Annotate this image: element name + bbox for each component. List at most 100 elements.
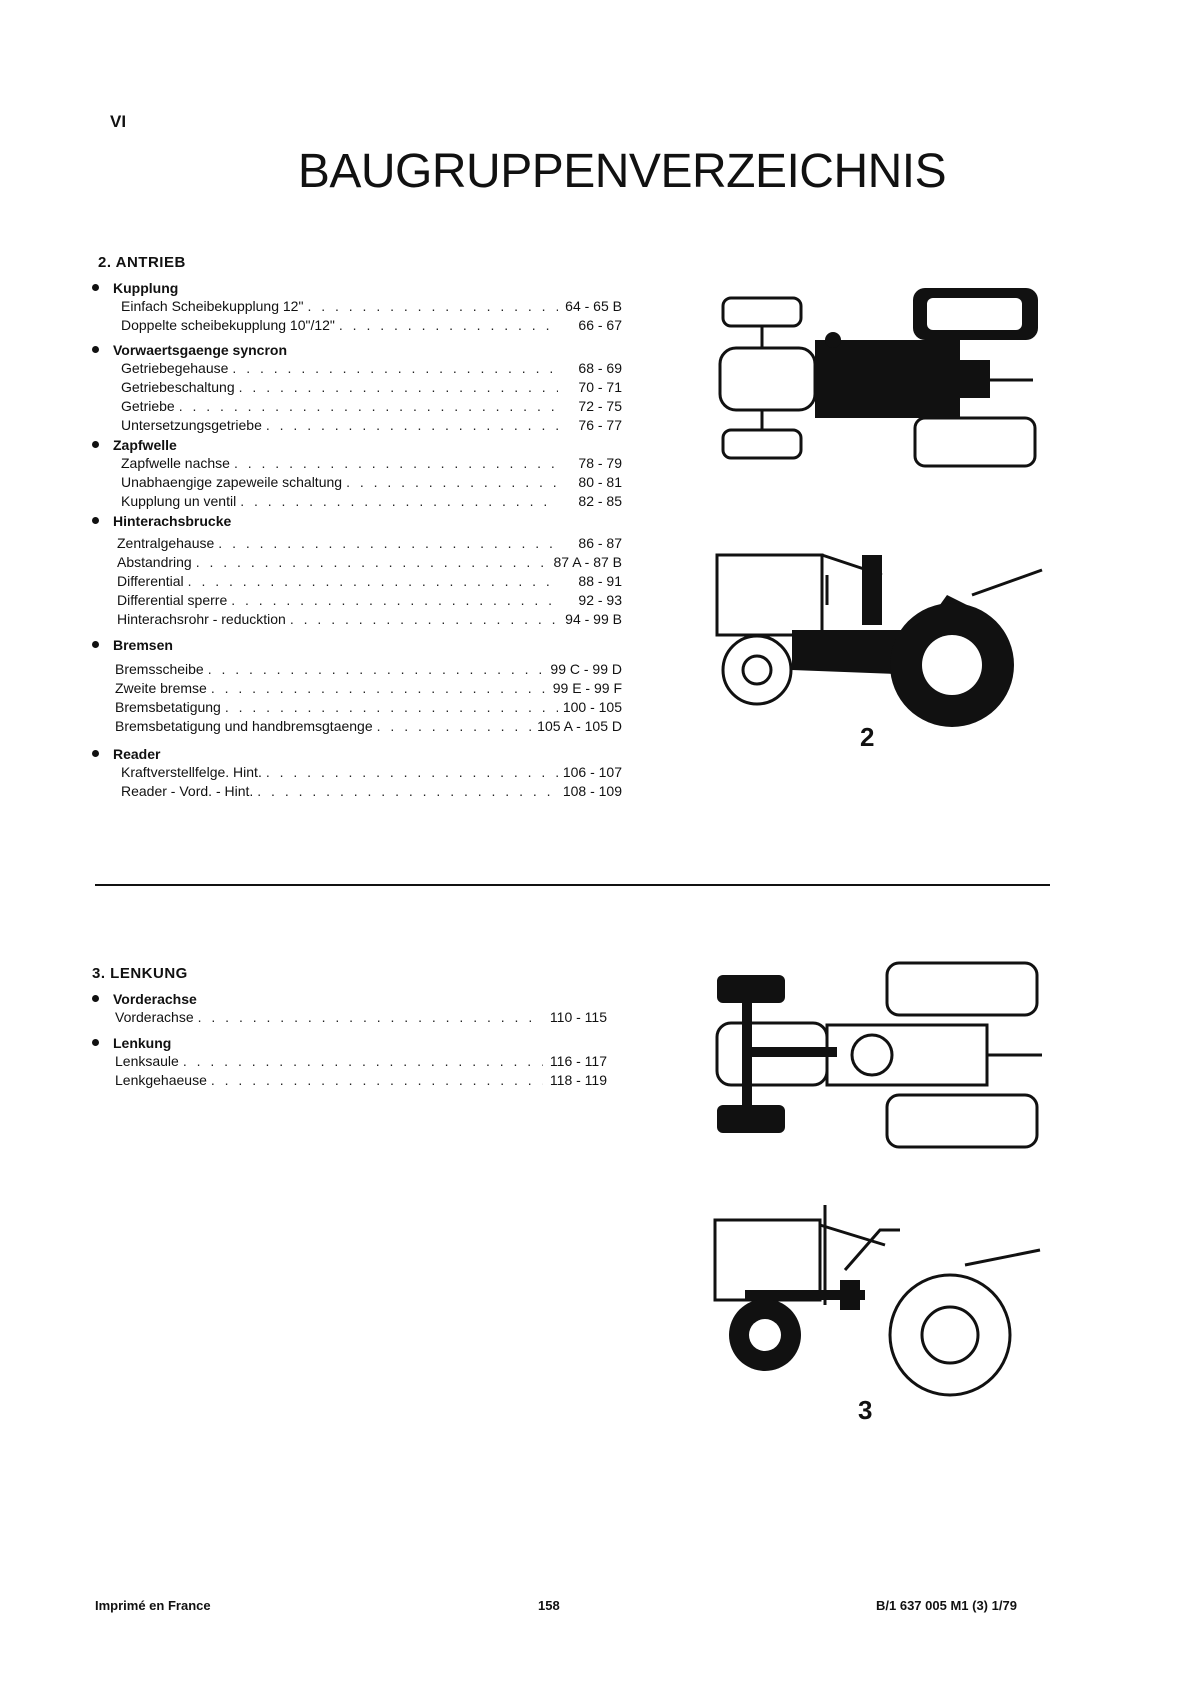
- index-entry: Bremsbetatigung 100 - 105: [115, 698, 622, 717]
- entry-label: Einfach Scheibekupplung 12": [121, 298, 304, 314]
- entry-pages: 86 - 87: [578, 535, 622, 551]
- leader-dots: [232, 359, 558, 378]
- footer-printed-in: Imprimé en France: [95, 1598, 211, 1613]
- bullet-icon: [92, 346, 99, 353]
- index-entry: Getriebeschaltung 70 - 71: [121, 378, 622, 397]
- entry-pages: 106 - 107: [562, 764, 622, 780]
- group-kupplung: Kupplung: [92, 278, 622, 297]
- leader-dots: [377, 717, 534, 736]
- index-entry: Kupplung un ventil82 - 85: [121, 492, 622, 511]
- index-entry: Unabhaengige zapeweile schaltung 80 - 81: [121, 473, 622, 492]
- group-title: Bremsen: [113, 636, 173, 653]
- bullet-icon: [92, 284, 99, 291]
- entry-pages: 78 - 79: [578, 455, 622, 471]
- entry-pages: 87 A - 87 B: [553, 554, 623, 570]
- section-2-index: 2. ANTRIEB Kupplung Einfach Scheibekuppl…: [92, 254, 622, 801]
- group-reader: Reader: [92, 744, 622, 763]
- section-3-title: 3. LENKUNG: [92, 965, 188, 982]
- entry-label: Kraftverstellfelge. Hint.: [121, 764, 262, 780]
- leader-dots: [290, 610, 558, 629]
- group-title: Zapfwelle: [113, 436, 177, 453]
- group-title: Vorwaertsgaenge syncron: [113, 341, 288, 358]
- entry-label: Doppelte scheibekupplung 10"/12": [121, 317, 335, 333]
- group-title: Kupplung: [113, 279, 179, 296]
- leader-dots: [218, 534, 558, 553]
- bullet-icon: [92, 441, 99, 448]
- bullet-icon: [92, 641, 99, 648]
- entry-label: Hinterachsrohr - reducktion: [117, 611, 286, 627]
- entry-pages: 76 - 77: [578, 417, 622, 433]
- leader-dots: [266, 763, 558, 782]
- leader-dots: [198, 1008, 543, 1027]
- group-title: Reader: [113, 745, 161, 762]
- entry-pages: 82 - 85: [578, 493, 622, 509]
- entry-label: Getriebe: [121, 398, 175, 414]
- entry-pages: 70 - 71: [578, 379, 622, 395]
- entry-pages: 100 - 105: [562, 699, 622, 715]
- index-entry: Differential sperre92 - 93: [117, 591, 622, 610]
- leader-dots: [307, 297, 558, 316]
- leader-dots: [240, 492, 558, 511]
- section-divider: [95, 884, 1050, 886]
- group-title: Vorderachse: [113, 990, 197, 1007]
- index-entry: Bremsbetatigung und handbremsgtaenge 105 …: [115, 717, 622, 736]
- leader-dots: [339, 316, 558, 335]
- index-entry: Abstandring87 A - 87 B: [117, 553, 622, 572]
- index-entry: Reader - Vord. - Hint.108 - 109: [121, 782, 622, 801]
- entry-label: Bremsscheibe: [115, 661, 204, 677]
- index-entry: Getriebegehause68 - 69: [121, 359, 622, 378]
- bullet-icon: [92, 995, 99, 1002]
- entry-pages: 92 - 93: [578, 592, 622, 608]
- entry-pages: 88 - 91: [578, 573, 622, 589]
- bullet-icon: [92, 1039, 99, 1046]
- index-entry: Getriebe 72 - 75: [121, 397, 622, 416]
- leader-dots: [211, 1071, 543, 1090]
- page-roman-numeral: VI: [110, 112, 127, 131]
- entry-pages: 105 A - 105 D: [537, 718, 622, 734]
- leader-dots: [188, 572, 558, 591]
- group-title: Hinterachsbrucke: [113, 512, 232, 529]
- group-title: Lenkung: [113, 1034, 172, 1051]
- entry-label: Bremsbetatigung und handbremsgtaenge: [115, 718, 373, 734]
- bullet-icon: [92, 517, 99, 524]
- footer-document-code: B/1 637 005 M1 (3) 1/79: [876, 1598, 1017, 1613]
- index-entry: Einfach Scheibekupplung 12"64 - 65 B: [121, 297, 622, 316]
- index-entry: Untersetzungsgetriebe 76 - 77: [121, 416, 622, 435]
- entry-label: Getriebeschaltung: [121, 379, 235, 395]
- group-zapfwelle: Zapfwelle: [92, 435, 622, 454]
- leader-dots: [234, 454, 558, 473]
- entry-label: Untersetzungsgetriebe: [121, 417, 262, 433]
- entry-label: Zweite bremse: [115, 680, 207, 696]
- index-entry: Doppelte scheibekupplung 10"/12"66 - 67: [121, 316, 622, 335]
- leader-dots: [211, 679, 549, 698]
- tractor-side-view-drive-diagram: [715, 553, 1043, 727]
- entry-pages: 72 - 75: [578, 398, 622, 414]
- entry-label: Differential: [117, 573, 184, 589]
- index-entry: Kraftverstellfelge. Hint. 106 - 107: [121, 763, 622, 782]
- entry-label: Lenkgehaeuse: [115, 1072, 207, 1088]
- entry-label: Bremsbetatigung: [115, 699, 221, 715]
- entry-pages: 80 - 81: [578, 474, 622, 490]
- entry-pages: 94 - 99 B: [565, 611, 622, 627]
- index-entry: Vorderachse 110 - 115: [115, 1008, 607, 1027]
- entry-label: Lenksaule: [115, 1053, 179, 1069]
- entry-label: Vorderachse: [115, 1009, 194, 1025]
- page-title: BAUGRUPPENVERZEICHNIS: [297, 145, 947, 198]
- entry-label: Unabhaengige zapeweile schaltung: [121, 474, 343, 490]
- entry-pages: 110 - 115: [549, 1009, 607, 1025]
- index-entry: Hinterachsrohr - reducktion 94 - 99 B: [117, 610, 622, 629]
- leader-dots: [231, 591, 558, 610]
- footer-page-number: 158: [538, 1598, 560, 1613]
- figure-3-number: 3: [858, 1395, 873, 1425]
- entry-label: Reader - Vord. - Hint.: [121, 783, 254, 799]
- group-hinterachsbrucke: Hinterachsbrucke: [92, 511, 622, 530]
- index-entry: Zweite bremse99 E - 99 F: [115, 679, 622, 698]
- index-entry: Zapfwelle nachse78 - 79: [121, 454, 622, 473]
- entry-pages: 116 - 117: [549, 1053, 607, 1069]
- leader-dots: [208, 660, 547, 679]
- entry-pages: 68 - 69: [578, 360, 622, 376]
- index-entry: Bremsscheibe99 C - 99 D: [115, 660, 622, 679]
- index-entry: Differential 88 - 91: [117, 572, 622, 591]
- leader-dots: [179, 397, 558, 416]
- leader-dots: [239, 378, 558, 397]
